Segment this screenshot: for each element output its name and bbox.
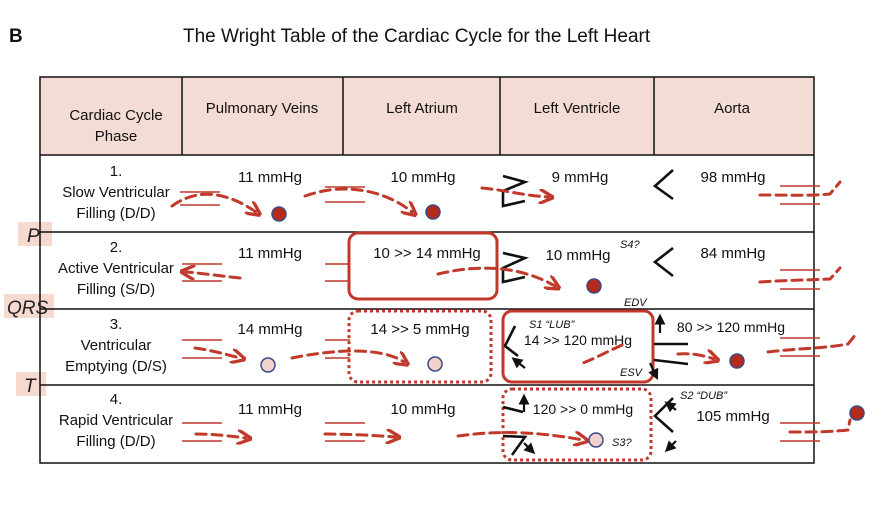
ecg-label-qrs-bg <box>4 294 54 318</box>
header-phase-line2: Phase <box>95 128 138 145</box>
phase-name-line1: Slow Ventricular <box>62 184 170 201</box>
flow-arrow <box>170 192 256 212</box>
aortic-valve-1 <box>652 169 674 201</box>
phase-4-label: 4. Rapid Ventricular Filling (D/D) <box>59 391 173 450</box>
aorta-pressure-2: 84 mmHg <box>700 245 765 262</box>
lv-pressure-1: 9 mmHg <box>552 169 609 186</box>
flow-arrow <box>676 354 714 359</box>
blood-dot <box>427 356 443 372</box>
flow-arrow <box>193 346 240 358</box>
aortic-valve-4 <box>653 397 674 433</box>
ecg-label-p-bg <box>18 222 52 246</box>
blood-dot <box>729 353 745 369</box>
ecg-label-qrs: QRS <box>7 298 49 319</box>
pv-pressure-3: 14 mmHg <box>237 321 302 338</box>
blood-dots <box>260 204 865 448</box>
blood-dot <box>849 405 865 421</box>
lv-pressure-3: 14 >> 120 mmHg <box>524 332 632 348</box>
aorta-pressure-3: 80 >> 120 mmHg <box>677 319 785 335</box>
flow-arrow <box>194 434 246 438</box>
phase-name-line2: Emptying (D/S) <box>65 358 167 375</box>
phase-1-label: 1. Slow Ventricular Filling (D/D) <box>62 163 170 222</box>
flow-arrow <box>290 349 404 362</box>
flow-arrow <box>436 266 555 286</box>
blood-dot <box>260 357 276 373</box>
phase-name-line1: Rapid Ventricular <box>59 412 173 429</box>
phase-2-label: 2. Active Ventricular Filling (S/D) <box>58 239 174 298</box>
vessel-wall-stubs <box>180 185 820 442</box>
ecg-label-p: P <box>27 226 40 247</box>
annotation-s3: S3? <box>612 437 632 449</box>
header-aorta: Aorta <box>714 100 751 117</box>
header-left-ventricle: Left Ventricle <box>534 100 621 117</box>
flow-arrow <box>303 187 412 212</box>
aortic-valve-2 <box>652 246 674 278</box>
la-filling-box <box>347 309 493 384</box>
la-contraction-box <box>347 231 499 301</box>
la-pressure-1: 10 mmHg <box>390 169 455 186</box>
ecg-label-t-bg <box>16 372 46 396</box>
phase-name-line1: Ventricular <box>81 337 152 354</box>
phase-3-label: 3. Ventricular Emptying (D/S) <box>65 316 167 375</box>
phase-name-line2: Filling (D/D) <box>76 205 155 222</box>
flow-arrow <box>788 418 852 434</box>
mitral-valve-4 <box>502 405 528 456</box>
header-phase-line1: Cardiac Cycle <box>69 107 162 124</box>
flow-arrow <box>480 186 548 197</box>
annotation-edv: EDV <box>624 297 648 309</box>
flow-arrow <box>758 180 842 197</box>
phase-name-line2: Filling (S/D) <box>77 281 155 298</box>
aorta-pressure-4: 105 mmHg <box>696 408 769 425</box>
la-pressure-3: 14 >> 5 mmHg <box>370 321 469 338</box>
flow-arrow <box>323 434 395 437</box>
phase-number: 1. <box>110 163 123 180</box>
pv-pressure-1: 11 mmHg <box>238 169 302 186</box>
phase-number: 2. <box>110 239 123 256</box>
aortic-valve-3 <box>653 342 689 366</box>
header-left-atrium: Left Atrium <box>386 100 458 117</box>
annotation-s4: S4? <box>620 239 640 251</box>
lv-pressure-4: 120 >> 0 mmHg <box>533 401 633 417</box>
flow-arrow <box>758 266 842 284</box>
diagram-title: The Wright Table of the Cardiac Cycle fo… <box>183 26 651 47</box>
flow-arrow <box>186 272 242 278</box>
flow-arrow <box>766 332 858 354</box>
lv-ejection-box <box>501 309 655 384</box>
blood-dot <box>271 206 287 222</box>
annotation-s1: S1 “LUB” <box>529 319 576 331</box>
phase-number: 3. <box>110 316 123 333</box>
header-pulmonary-veins: Pulmonary Veins <box>206 100 319 117</box>
blood-dot <box>588 432 604 448</box>
annotation-esv: ESV <box>620 367 644 379</box>
blood-flow-arrows <box>170 180 858 440</box>
pv-pressure-2: 11 mmHg <box>238 245 302 262</box>
annotation-s2: S2 “DUB” <box>680 390 728 402</box>
blood-dot <box>586 278 602 294</box>
lv-filling-box <box>501 387 653 462</box>
pv-pressure-4: 11 mmHg <box>238 401 302 418</box>
lv-pressure-2: 10 mmHg <box>545 247 610 264</box>
flow-arrow <box>456 433 583 440</box>
la-pressure-2: 10 >> 14 mmHg <box>373 245 481 262</box>
mitral-valve-3 <box>503 325 519 358</box>
phase-number: 4. <box>110 391 123 408</box>
aorta-pressure-1: 98 mmHg <box>700 169 765 186</box>
highlight-boxes <box>347 231 655 462</box>
ecg-label-t: T <box>24 376 37 397</box>
header-row-fill <box>40 77 814 155</box>
phase-name-line1: Active Ventricular <box>58 260 174 277</box>
valve-motion-arrows <box>511 313 677 455</box>
blood-dot <box>425 204 441 220</box>
mitral-valve-2 <box>501 251 530 284</box>
panel-label: B <box>9 26 23 47</box>
flow-arrow <box>578 343 624 366</box>
phase-name-line2: Filling (D/D) <box>76 433 155 450</box>
la-pressure-4: 10 mmHg <box>390 401 455 418</box>
